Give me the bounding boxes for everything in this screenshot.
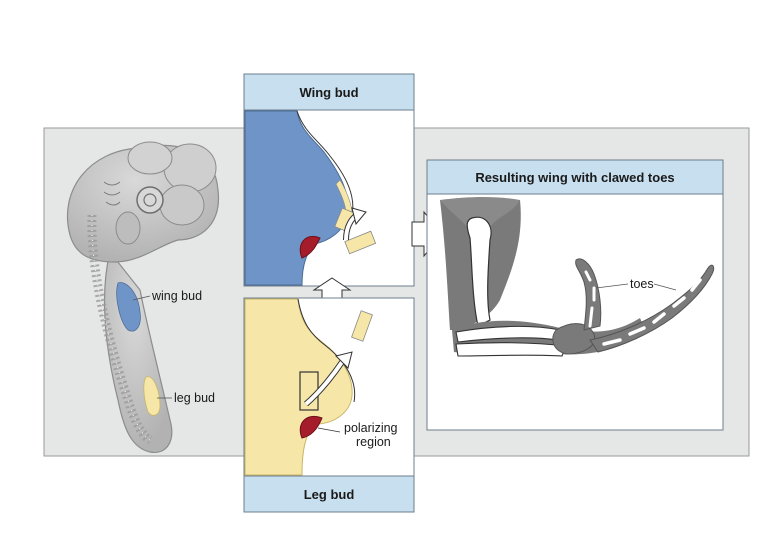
wing-bud-header bbox=[243, 73, 415, 111]
leg-bud-label: leg bud bbox=[174, 391, 215, 405]
leg-bud-title: Leg bud bbox=[304, 487, 355, 502]
toes-label: toes bbox=[630, 277, 654, 291]
leg-polarizing-region bbox=[299, 416, 323, 439]
result-header bbox=[426, 159, 724, 195]
result-title: Resulting wing with clawed toes bbox=[475, 170, 674, 185]
leg-bud-header bbox=[243, 475, 415, 513]
polarizing-label-2: region bbox=[356, 435, 391, 449]
wing-bud-title: Wing bud bbox=[299, 85, 358, 100]
wing-polarizing-region bbox=[299, 236, 321, 259]
chick-embryo bbox=[66, 141, 220, 453]
wing-skeleton bbox=[440, 197, 715, 357]
embryo-leg-bud bbox=[143, 376, 161, 416]
wing-bud-label: wing bud bbox=[151, 289, 202, 303]
polarizing-label-1: polarizing bbox=[344, 421, 398, 435]
embryo-wing-bud bbox=[116, 282, 141, 332]
